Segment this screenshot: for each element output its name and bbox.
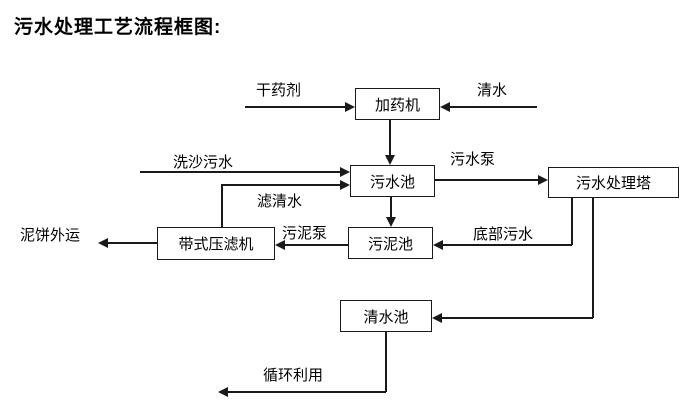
node-sewage-pool-label: 污水池 bbox=[369, 173, 415, 191]
line-recycle-vertical bbox=[385, 332, 387, 392]
line-sludge-pump bbox=[285, 244, 348, 246]
line-tower-to-clean-vertical bbox=[592, 198, 594, 318]
node-belt-filter-press-label: 带式压滤机 bbox=[178, 236, 254, 253]
arrowhead-clean-water bbox=[440, 102, 450, 112]
flow-label-recycle: 循环利用 bbox=[263, 367, 324, 384]
arrowhead-sand-washing-sewage bbox=[340, 167, 350, 177]
node-clean-water-pool-label: 清水池 bbox=[363, 308, 409, 326]
node-dosing-machine: 加药机 bbox=[355, 88, 440, 120]
node-clean-water-pool: 清水池 bbox=[340, 300, 432, 332]
node-sewage-pool: 污水池 bbox=[350, 165, 435, 197]
node-belt-filter-press: 带式压滤机 bbox=[157, 227, 275, 260]
flow-label-mud-cake-out: 泥饼外运 bbox=[20, 227, 81, 244]
arrowhead-recycle bbox=[218, 387, 228, 397]
flow-label-clean-water: 清水 bbox=[477, 82, 508, 99]
flow-label-bottom-sewage: 底部污水 bbox=[473, 226, 534, 243]
flow-label-sewage-pump: 污水泵 bbox=[450, 151, 496, 168]
arrowhead-dosing-to-sewage bbox=[385, 155, 395, 165]
line-sewage-pump bbox=[435, 179, 538, 181]
line-recycle-horizontal bbox=[228, 391, 386, 393]
line-filtered-water-horizontal bbox=[221, 184, 340, 186]
node-sludge-pool-label: 污泥池 bbox=[367, 235, 413, 253]
line-dosing-to-sewage bbox=[389, 120, 391, 156]
arrowhead-bottom-sewage bbox=[433, 240, 443, 250]
node-treatment-tower-label: 污水处理塔 bbox=[575, 175, 651, 192]
flow-label-dry-agent: 干药剂 bbox=[256, 82, 302, 99]
flow-label-sludge-pump: 污泥泵 bbox=[282, 225, 328, 242]
flow-label-filtered-water: 滤清水 bbox=[257, 193, 303, 210]
arrowhead-sewage-pump bbox=[538, 175, 548, 185]
node-sludge-pool: 污泥池 bbox=[348, 227, 433, 259]
line-sand-washing-sewage bbox=[140, 171, 340, 173]
node-treatment-tower: 污水处理塔 bbox=[548, 167, 679, 198]
arrowhead-dry-agent bbox=[345, 102, 355, 112]
line-bottom-sewage-vertical bbox=[571, 198, 573, 245]
line-mud-cake-out bbox=[108, 242, 157, 244]
line-bottom-sewage-horizontal bbox=[443, 244, 572, 246]
node-dosing-machine-label: 加药机 bbox=[374, 96, 420, 114]
arrowhead-mud-cake-out bbox=[98, 238, 108, 248]
line-filtered-water-vertical bbox=[221, 185, 223, 227]
arrowhead-tower-to-clean bbox=[432, 313, 442, 323]
arrowhead-filtered-water bbox=[340, 180, 350, 190]
arrowhead-sewage-to-sludge bbox=[386, 217, 396, 227]
line-tower-to-clean-horizontal bbox=[442, 317, 593, 319]
line-clean-water bbox=[450, 106, 537, 108]
line-dry-agent bbox=[245, 106, 346, 108]
flow-label-sand-washing-sewage: 洗沙污水 bbox=[173, 154, 234, 171]
page-title: 污水处理工艺流程框图: bbox=[14, 17, 222, 38]
arrowhead-sludge-pump bbox=[275, 240, 285, 250]
line-sewage-to-sludge bbox=[390, 197, 392, 218]
